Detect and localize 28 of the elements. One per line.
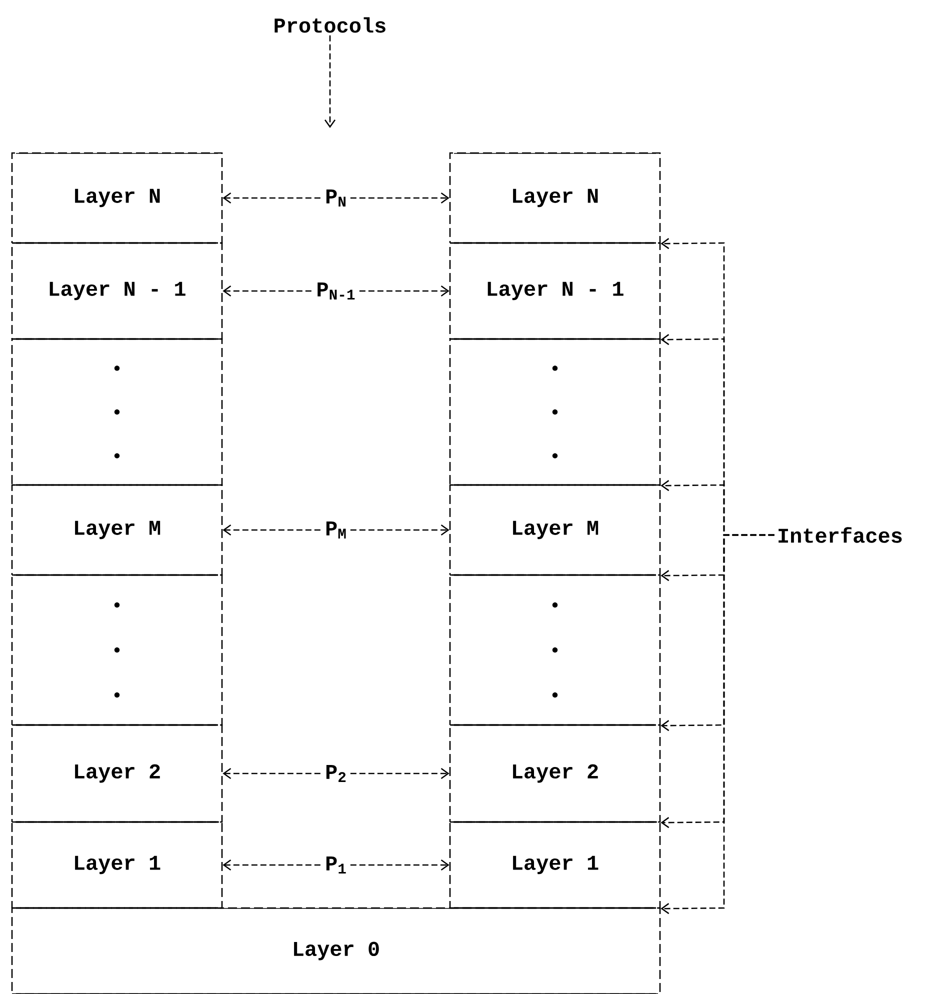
ellipsis-box	[11, 574, 223, 726]
arrow	[222, 768, 450, 780]
ellipsis-box	[11, 338, 223, 486]
layer-box: Layer M	[449, 484, 661, 576]
edge-label: P$_{1}$	[322, 854, 350, 876]
layer-box: Layer N - 1	[449, 242, 661, 340]
arrow	[660, 534, 774, 914]
ellipsis-box	[449, 338, 661, 486]
layer-box: Layer 0	[11, 907, 661, 994]
layer-box: Layer M	[11, 484, 223, 576]
layer-box: Layer 2	[449, 724, 661, 823]
arrow	[222, 192, 450, 204]
edge-label: P$_{2}$	[322, 762, 350, 785]
label-text: Protocols	[274, 17, 386, 33]
label-text: Interfaces	[778, 527, 902, 543]
layer-box: Layer 1	[449, 821, 661, 909]
ellipsis-box	[449, 574, 661, 726]
layer-box: Layer N	[11, 152, 223, 244]
arrow	[324, 35, 336, 128]
layer-box: Layer 1	[11, 821, 223, 909]
layer-box: Layer N	[449, 152, 661, 244]
arrow	[222, 524, 450, 536]
arrow	[222, 859, 450, 871]
edge-label: P$_{N}$	[322, 186, 350, 210]
layer-box: Layer 2	[11, 724, 223, 823]
layer-box: Layer N - 1	[11, 242, 223, 340]
edge-label: P$_{N-1}$	[313, 280, 359, 302]
edge-label: P$_{M}$	[322, 518, 350, 542]
